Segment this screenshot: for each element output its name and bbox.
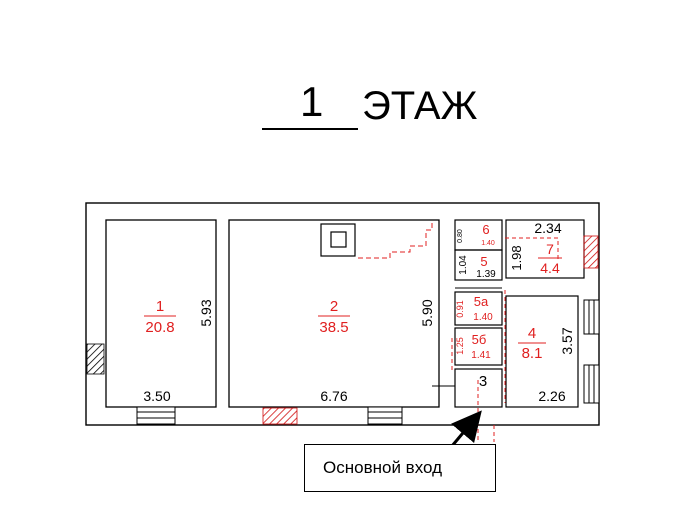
room-5b-outline [454, 327, 503, 366]
dim-room-1-width: 3.50 [143, 388, 170, 404]
dim-room-6-height: 0.80 [457, 229, 464, 243]
floor-word: ЭТАЖ [362, 84, 478, 128]
room-5-number: 5 [480, 254, 487, 269]
dim-room-7-height: 1.98 [509, 245, 524, 270]
main-entrance-callout: Основной вход [304, 444, 496, 492]
vent-shaft-inner [330, 231, 347, 248]
hatched-wall-right [583, 235, 599, 269]
room-7-number: 7 [546, 241, 554, 257]
room-5-outline [454, 249, 503, 281]
room-5b-number: 5б [472, 332, 487, 347]
room-3-number: 3 [479, 373, 487, 390]
dim-room-5a-height: 0.91 [455, 300, 465, 318]
room-2-area: 38.5 [319, 319, 348, 336]
vent-shaft-outer [320, 223, 356, 257]
hatched-wall-bottom [262, 407, 298, 425]
dashed-partitions [451, 237, 559, 442]
dim-room-1-height: 5.93 [198, 299, 214, 326]
floor-number: 1 [300, 78, 324, 125]
room-7-area: 4.4 [540, 260, 560, 276]
room-5a-outline [454, 291, 503, 326]
dim-room-4-height: 3.57 [559, 327, 575, 354]
main-entrance-label: Основной вход [323, 458, 442, 477]
dim-room-5-height: 1.04 [458, 255, 469, 275]
room-2-outline [228, 219, 440, 408]
dim-room-5-width: 1.39 [476, 269, 496, 280]
room-4-area: 8.1 [522, 345, 543, 362]
dim-room-5b-height: 1.25 [455, 337, 465, 355]
dim-room-2-height: 5.90 [419, 299, 435, 326]
dimension-labels: 3.50 5.93 6.76 5.90 2.26 3.57 2.34 1.98 … [143, 220, 575, 404]
dim-room-5a-width: 1.40 [473, 312, 493, 323]
dim-room-7-width: 2.34 [534, 220, 561, 236]
room-1-number: 1 [156, 298, 164, 315]
hatched-wall-left [86, 343, 105, 375]
room-labels: 1 20.8 2 38.5 3 4 8.1 5 5a 5б 6 7 4.4 [144, 222, 562, 390]
room-3-outline [454, 368, 503, 408]
stair-outline [358, 222, 433, 259]
entrance-arrow [450, 410, 482, 447]
dim-room-5b-width: 1.41 [471, 350, 491, 361]
floor-title: 1 ЭТАЖ [0, 78, 683, 138]
dim-room-6-width: 1.40 [481, 240, 495, 247]
dim-room-4-width: 2.26 [538, 388, 565, 404]
room-6-number: 6 [482, 222, 489, 237]
dim-room-2-width: 6.76 [320, 388, 347, 404]
room-4-outline [505, 295, 579, 408]
room-1-area: 20.8 [145, 319, 174, 336]
room-5a-number: 5a [474, 294, 489, 309]
room-4-number: 4 [528, 325, 536, 342]
floor-number-underline [262, 128, 358, 130]
room-2-number: 2 [330, 298, 338, 315]
windows [136, 299, 600, 425]
